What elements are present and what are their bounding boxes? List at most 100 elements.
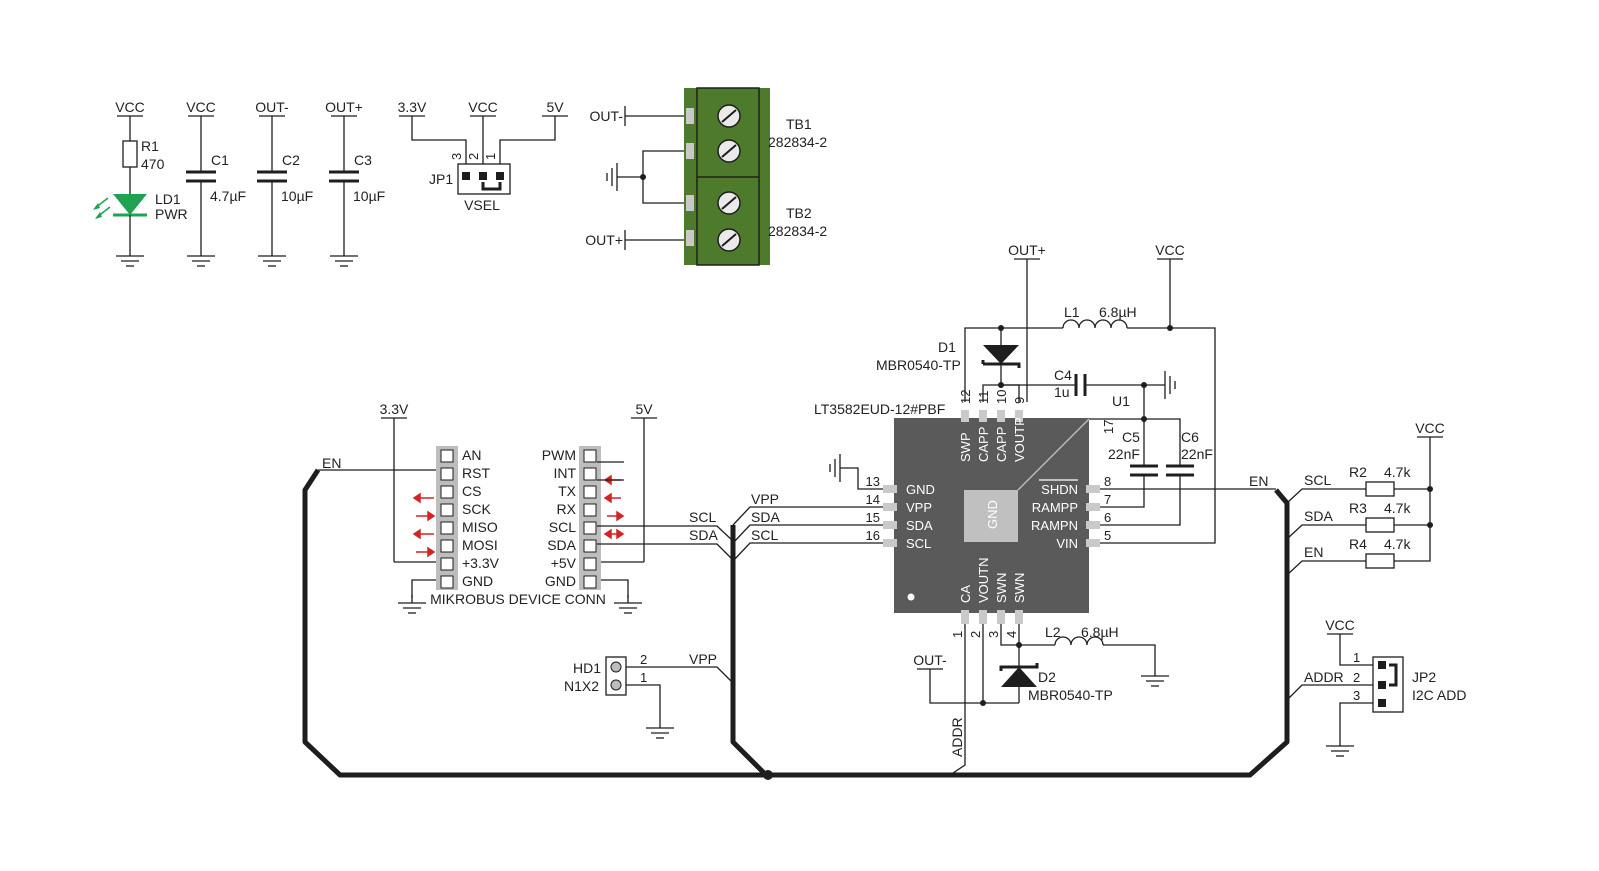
l1-ref: L1 (1064, 304, 1080, 320)
tb1-part: 282834-2 (768, 134, 827, 150)
u1-top-pin (1015, 410, 1023, 422)
hd1-part: N1X2 (564, 678, 599, 694)
jp2-pin-3: 3 (1353, 688, 1360, 703)
pullup-vcc: VCC (1415, 420, 1445, 436)
jumper-icon (1372, 656, 1404, 713)
c6-value: 22nF (1181, 446, 1213, 462)
u1-net-scl: SCL (751, 527, 778, 543)
u1-chip: GND LT3582EUD-12#PBF U1 17 SWP12CAPP11CA… (814, 390, 1144, 638)
u1-top-pin (961, 410, 969, 422)
terminal-out-minus-label: OUT- (590, 108, 624, 124)
u1-center-pad (964, 490, 1018, 542)
u1-right-pin-number: 8 (1104, 474, 1111, 489)
c3-net-label: OUT+ (325, 99, 363, 115)
mikrobus-sda-label: SDA (689, 527, 718, 543)
u1-left-pin-number: 14 (866, 492, 880, 507)
ground-symbol (186, 247, 216, 267)
u1-center-pad-label: GND (985, 500, 1000, 529)
mikrobus-right-pin-label: SCL (549, 519, 576, 535)
u1-bottom-pin-number: 2 (968, 631, 983, 638)
u1-top-pin-name: CAPP (994, 427, 1009, 462)
pullup-resistor (1365, 517, 1395, 533)
u1-right-pin-number: 7 (1104, 492, 1111, 507)
d1-ref: D1 (938, 339, 956, 355)
jp1-net-right: 5V (546, 99, 564, 115)
mikrobus-right-pin (583, 557, 597, 571)
inverter-section: ADDR OUT- D2 MBR0540-TP L2 6.8µH (913, 624, 1170, 776)
u1-top-pin-name: CAPP (976, 427, 991, 462)
u1-bottom-pin (1015, 610, 1023, 624)
u1-net-vpp: VPP (751, 491, 779, 507)
u1-bottom-pin (997, 610, 1005, 624)
ground-symbol (397, 594, 427, 614)
u1-left-pin (883, 521, 897, 529)
u1-left-nets: VPP SDA SCL (732, 454, 883, 562)
mikrobus-left-pin-label: MOSI (462, 537, 498, 553)
mikrobus-net-5v: 5V (635, 401, 653, 417)
l2-inductor (1054, 636, 1104, 646)
u1-net-en: EN (1249, 473, 1268, 489)
u1-left-pin-number: 15 (866, 510, 880, 525)
d1-part: MBR0540-TP (876, 357, 961, 373)
u1-left-pin-number: 16 (866, 528, 880, 543)
ground-symbol (115, 247, 145, 267)
jp2-pin-2: 2 (1353, 670, 1360, 685)
mikrobus-left-pin (440, 539, 454, 553)
pullup-resistor (1365, 481, 1395, 497)
jp1-vsel-jumper: 3.3V VCC 5V 3 2 1 JP1 VSEL (398, 99, 568, 213)
mikrobus-left-pin (440, 485, 454, 499)
u1-right-pin-name: VIN (1056, 536, 1078, 551)
mikrobus-left-pin-label: RST (462, 465, 490, 481)
mikrobus-right-pin (583, 539, 597, 553)
u1-bottom-pin-name: SWN (1012, 573, 1027, 603)
mikrobus-right-pin-label: SDA (547, 537, 576, 553)
mikrobus-left-pin (440, 521, 454, 535)
pullup-ref: R3 (1349, 500, 1367, 516)
u1-addr-label: ADDR (949, 717, 965, 757)
u1-right-pin (1086, 485, 1100, 493)
mikrobus-left-pin-label: MISO (462, 519, 498, 535)
c4-value: 1u (1054, 384, 1070, 400)
jp1-pin-1: 1 (483, 153, 498, 160)
u1-left-pin-name: GND (906, 482, 935, 497)
d2-part: MBR0540-TP (1028, 687, 1113, 703)
pullup-net-label: SCL (1304, 472, 1331, 488)
c3-ref: C3 (354, 152, 372, 168)
inverter-out-minus: OUT- (913, 652, 947, 668)
mikrobus-right-pin-label: TX (558, 483, 577, 499)
tb2-part: 282834-2 (768, 223, 827, 239)
u1-right-pin (1086, 521, 1100, 529)
power-led-section: VCC R1 470 LD1 PWR VCC C1 4.7µF OUT- (93, 99, 385, 267)
bus-lines (302, 468, 1290, 780)
mikrobus-scl-label: SCL (689, 509, 716, 525)
hd1-ref: HD1 (573, 660, 601, 676)
d1-diode (983, 345, 1019, 364)
mikrobus-right-pin (583, 485, 597, 499)
mikrobus-right-pin (583, 449, 597, 463)
mikrobus-left-pin (440, 557, 454, 571)
d2-ref: D2 (1038, 669, 1056, 685)
ground-symbol (606, 163, 618, 191)
hd1-header: HD1 N1X2 2 1 VPP (564, 651, 734, 739)
u1-top-pin (997, 410, 1005, 422)
hd1-pin-2: 2 (640, 652, 647, 667)
c6-ref: C6 (1181, 429, 1199, 445)
u1-left-pin-name: SCL (906, 536, 931, 551)
d2-diode (1001, 667, 1037, 687)
hd1-pin-1: 1 (640, 670, 647, 685)
mikrobus-left-pin-label: SCK (462, 501, 491, 517)
c1-net-label: VCC (186, 99, 216, 115)
jp1-name: VSEL (464, 197, 500, 213)
ground-symbol (257, 247, 287, 267)
header-pin-icon (436, 446, 601, 590)
pullup-value: 4.7k (1384, 536, 1411, 552)
u1-bottom-pin-name: CA (958, 585, 973, 603)
jp1-ref: JP1 (429, 171, 453, 187)
u1-bottom-pin (979, 610, 987, 624)
u1-right-pin-name: SHDN (1041, 482, 1078, 497)
mikrobus-right-pin-label: RX (557, 501, 577, 517)
mikrobus-left-pin-label: +3.3V (462, 555, 500, 571)
l1-value: 6.8µH (1099, 304, 1137, 320)
terminal-out-plus-label: OUT+ (585, 232, 623, 248)
